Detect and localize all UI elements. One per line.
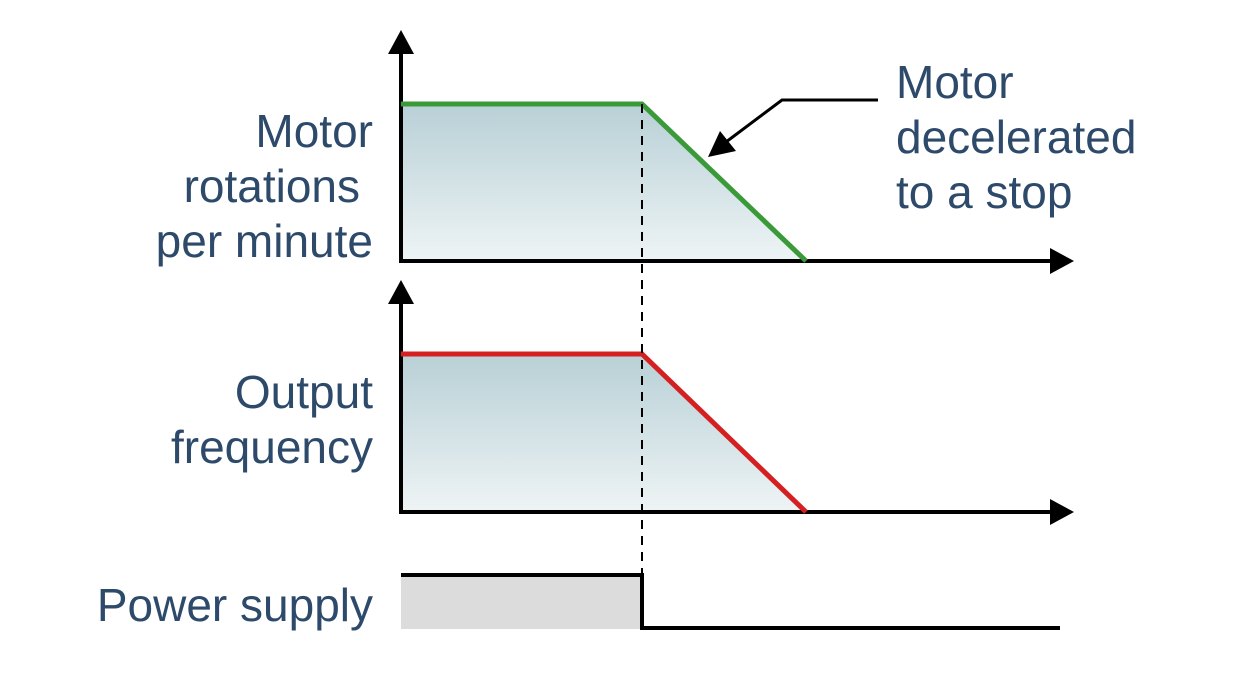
callout-arrowhead [708, 131, 736, 157]
freq-label-line1: Output [235, 366, 373, 418]
rpm-x-axis-arrow [1050, 248, 1074, 274]
power-label: Power supply [97, 579, 373, 631]
annotation-line2: decelerated [896, 111, 1136, 163]
annotation-line3: to a stop [896, 166, 1072, 218]
freq-line [401, 351, 808, 514]
power-on-area [401, 575, 642, 629]
rpm-label-line2: rotations [184, 160, 360, 212]
rpm-label-line3: per minute [156, 215, 373, 267]
annotation-line1: Motor [896, 56, 1014, 108]
freq-area [401, 354, 806, 512]
rpm-label-line1: Motor [255, 105, 373, 157]
freq-label-line2: frequency [171, 421, 373, 473]
freq-y-axis-arrow [388, 280, 414, 304]
callout-leader [721, 98, 878, 147]
freq-x-axis-arrow [1050, 499, 1074, 525]
rpm-y-axis-arrow [388, 30, 414, 54]
rpm-area [401, 104, 806, 261]
